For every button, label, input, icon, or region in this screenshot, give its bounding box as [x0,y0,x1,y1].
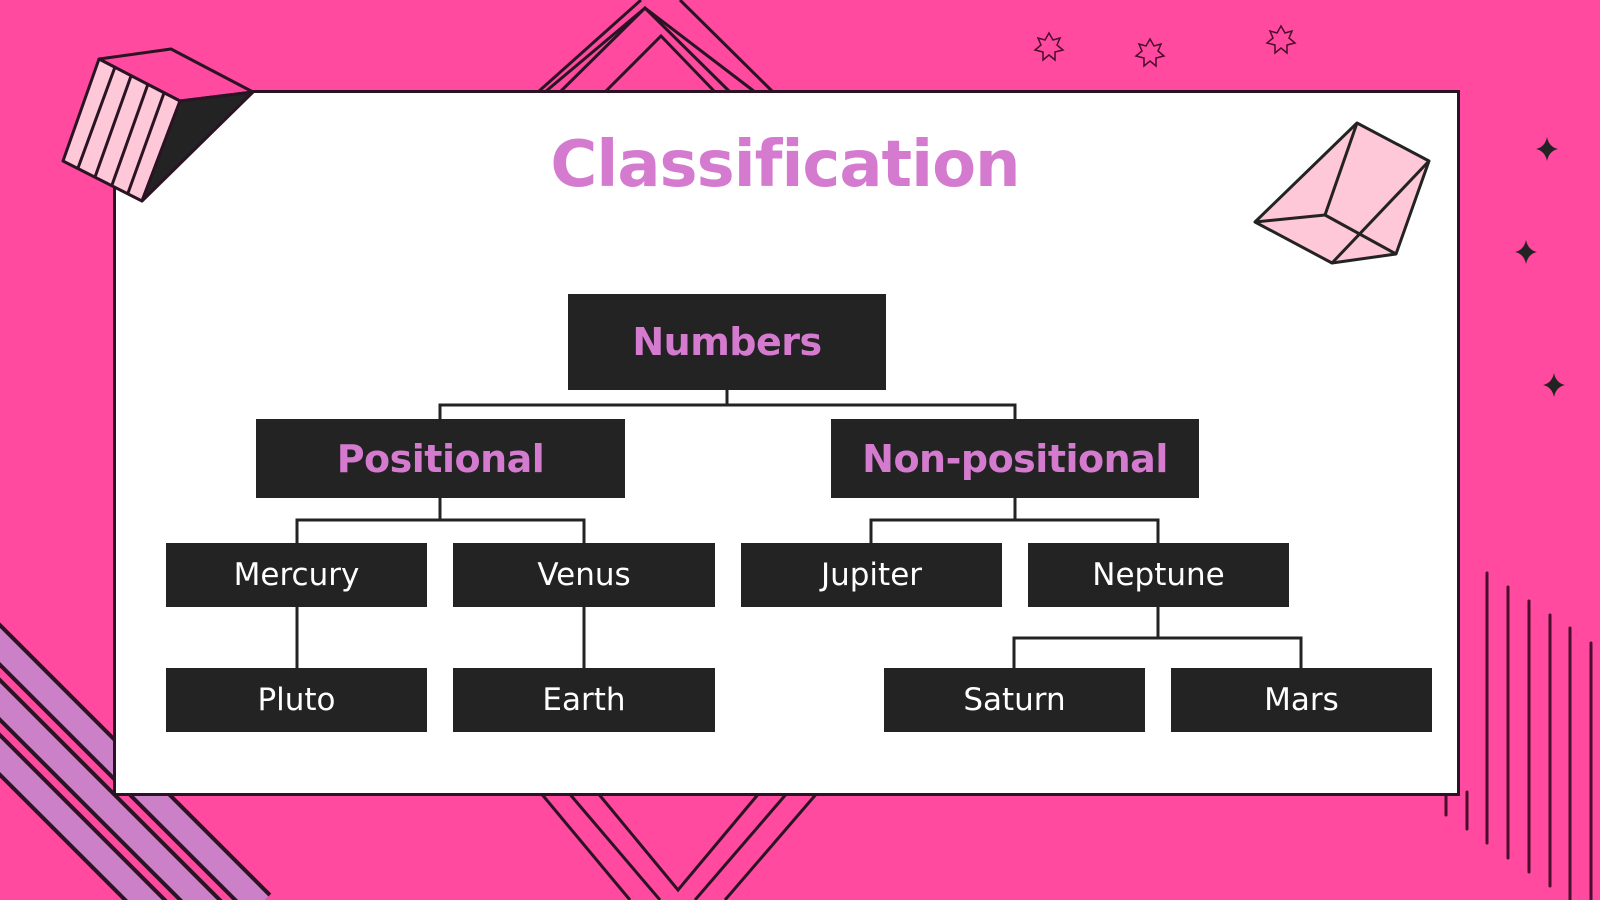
vertical-lines-icon [1444,571,1593,900]
node-mars: Mars [1171,668,1432,732]
outline-star-icon [1033,24,1297,68]
diagonal-stripes-icon [0,622,272,900]
node-root: Numbers [568,294,886,390]
striped-cube-icon [61,47,255,203]
pink-prism-icon [1253,121,1431,265]
node-pluto: Pluto [166,668,427,732]
node-earth: Earth [453,668,715,732]
top-chevron-lines-icon [537,0,775,94]
bottom-chevron-lines-icon [538,791,820,900]
node-venus: Venus [453,543,715,607]
sparkle-icon [1515,137,1565,397]
node-category-positional: Positional [256,419,625,498]
node-category-non-positional: Non-positional [831,419,1199,498]
node-saturn: Saturn [884,668,1145,732]
node-neptune: Neptune [1028,543,1289,607]
slide-title: Classification [550,128,1020,202]
node-jupiter: Jupiter [741,543,1002,607]
node-mercury: Mercury [166,543,427,607]
